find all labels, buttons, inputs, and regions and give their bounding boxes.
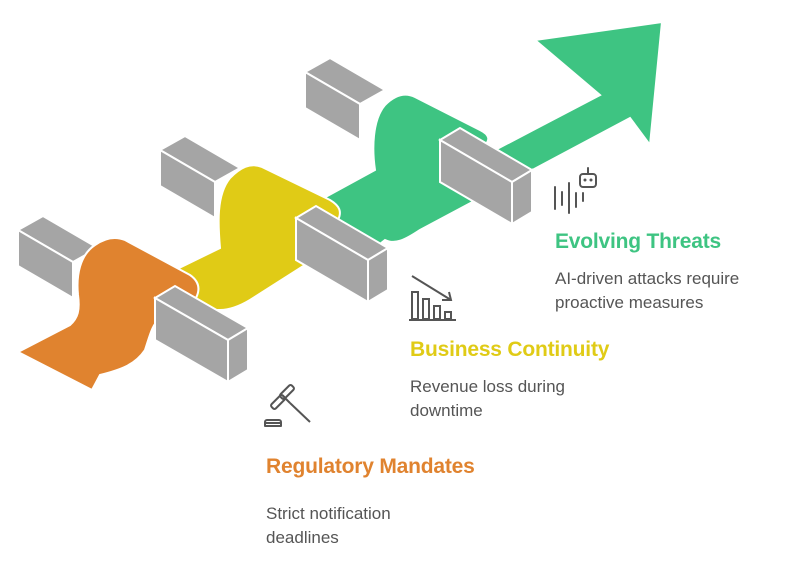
stage-business-continuity: Business Continuity Revenue loss during …: [410, 337, 609, 423]
declining-bar-chart-icon: [409, 275, 456, 321]
stage-title: Evolving Threats: [555, 230, 722, 253]
ribbon-regulatory-mandates: [15, 236, 200, 392]
barrier-back-yellow: [157, 134, 243, 220]
barrier-front-yellow: [294, 204, 390, 304]
stage-description-line2: downtime: [410, 401, 483, 420]
stage-regulatory-mandates: Regulatory Mandates Strict notification …: [266, 454, 475, 550]
stage-description-line1: AI-driven attacks require: [555, 269, 740, 288]
stage-title: Business Continuity: [410, 338, 610, 361]
barrier-front-green: [438, 126, 534, 226]
stage-description-line1: Strict notification: [266, 504, 391, 523]
gavel-icon: [264, 384, 311, 427]
stage-evolving-threats: Evolving Threats AI-driven attacks requi…: [555, 229, 739, 315]
barrier-back-green: [302, 56, 388, 142]
barrier-back-orange: [15, 214, 101, 300]
stage-description-line2: deadlines: [266, 528, 339, 547]
robot-signal-icon: [554, 167, 597, 214]
stage-description-line1: Revenue loss during: [410, 377, 565, 396]
barrier-front-orange: [153, 284, 250, 384]
stage-title: Regulatory Mandates: [266, 455, 475, 478]
stage-description-line2: proactive measures: [555, 293, 704, 312]
